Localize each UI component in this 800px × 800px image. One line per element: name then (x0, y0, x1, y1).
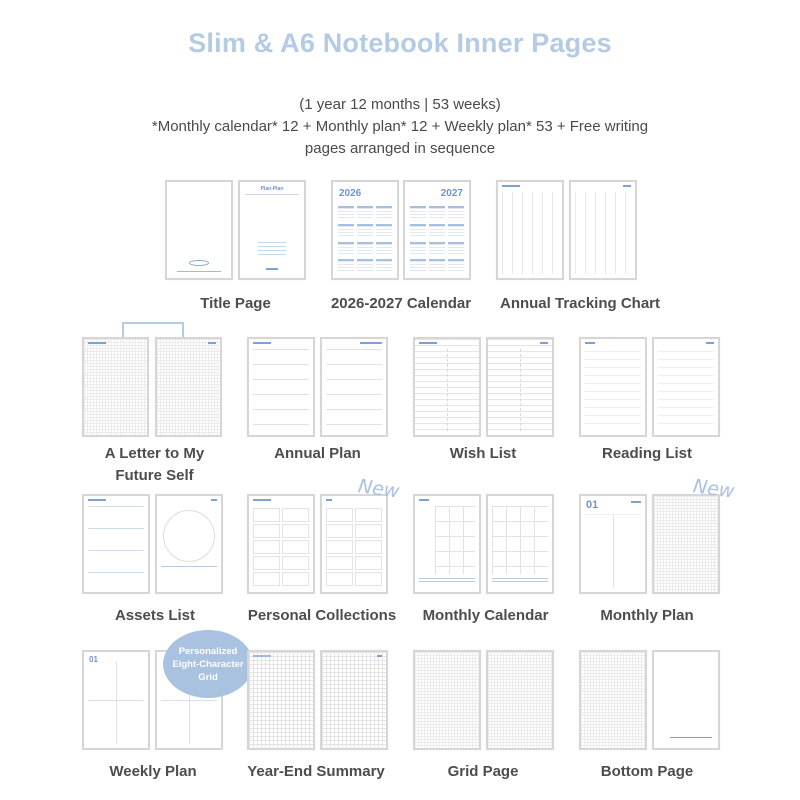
section-label: Reading List (601, 445, 692, 462)
section-label: Grid Page (447, 763, 519, 780)
section-label: Year-End Summary (247, 763, 385, 780)
year-label: 2026 (339, 188, 362, 199)
subtitle: (1 year 12 months | 53 weeks) *Monthly c… (0, 94, 800, 160)
assets-list-right-thumbnail (155, 494, 223, 594)
bottom-page-left-thumbnail (579, 650, 647, 750)
monthly-calendar-left-thumbnail (413, 494, 481, 594)
reading-list-left-thumbnail (579, 337, 647, 437)
monthly-plan-left-thumbnail: 01 (579, 494, 647, 594)
collections-right-thumbnail (320, 494, 388, 594)
grid-page-left-thumbnail (413, 650, 481, 750)
tracking-chart-left-thumbnail (496, 180, 564, 280)
bottom-page-right-thumbnail (652, 650, 720, 750)
plan-plan-heading: Plan-Plan (260, 186, 284, 192)
calendar-2026-thumbnail: 2026 (331, 180, 399, 280)
month-grid (410, 204, 464, 272)
title-page-left-thumbnail (165, 180, 233, 280)
year-end-right-thumbnail (320, 650, 388, 750)
section-label: Weekly Plan (109, 763, 197, 780)
subtitle-line-3: pages arranged in sequence (304, 140, 496, 157)
section-label: Wish List (449, 445, 517, 462)
collections-left-thumbnail (247, 494, 315, 594)
section-label: Monthly Calendar (422, 607, 549, 624)
section-label: Title Page (200, 295, 271, 312)
letter-right-thumbnail (155, 337, 222, 437)
year-end-left-thumbnail (247, 650, 315, 750)
eight-character-grid-callout: Personalized Eight-Character Grid (163, 630, 253, 698)
letter-left-thumbnail (82, 337, 149, 437)
chart-circle (163, 510, 215, 562)
grid-page-right-thumbnail (486, 650, 554, 750)
section-label: Annual Tracking Chart (499, 295, 661, 312)
annual-plan-right-thumbnail (320, 337, 388, 437)
section-label: Annual Plan (274, 445, 361, 462)
month-number: 01 (586, 499, 599, 511)
section-label: Bottom Page (600, 763, 694, 780)
logo-oval-icon (189, 260, 209, 266)
section-label: Monthly Plan (600, 607, 694, 624)
pair-bracket (122, 322, 184, 338)
page-title: Slim & A6 Notebook Inner Pages (188, 28, 612, 58)
monthly-calendar-right-thumbnail (486, 494, 554, 594)
section-label: 2026-2027 Calendar (330, 295, 472, 312)
subtitle-line-2: *Monthly calendar* 12 + Monthly plan* 12… (151, 118, 649, 135)
weekly-plan-left-thumbnail: 01 (82, 650, 150, 750)
section-label: Personal Collections (247, 607, 397, 624)
tracking-chart-right-thumbnail (569, 180, 637, 280)
wish-list-right-thumbnail (486, 337, 554, 437)
monthly-plan-right-thumbnail (652, 494, 720, 594)
reading-list-right-thumbnail (652, 337, 720, 437)
year-label: 2027 (440, 188, 463, 199)
title-page-right-thumbnail: Plan-Plan (238, 180, 306, 280)
week-number: 01 (89, 655, 98, 664)
annual-plan-left-thumbnail (247, 337, 315, 437)
section-label: A Letter to My Future Self (104, 445, 205, 484)
month-grid (338, 204, 392, 272)
calendar-2027-thumbnail: 2027 (403, 180, 471, 280)
section-label: Assets List (114, 607, 196, 624)
wish-list-left-thumbnail (413, 337, 481, 437)
subtitle-line-1: (1 year 12 months | 53 weeks) (299, 96, 501, 113)
assets-list-left-thumbnail (82, 494, 150, 594)
